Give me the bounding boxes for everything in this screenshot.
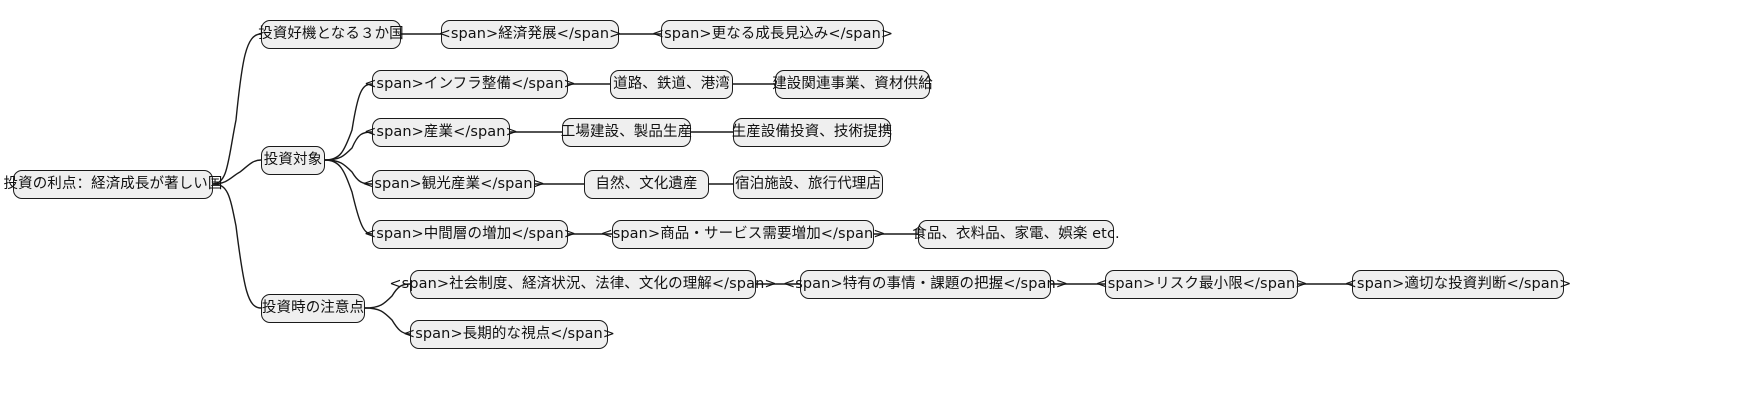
node-b2-4-2-label: 食品、衣料品、家電、娯楽 etc. — [912, 226, 1120, 243]
node-b2-2-1-label: 工場建設、製品生産 — [560, 124, 693, 141]
edge-root-b3 — [212, 183, 262, 309]
node-lodging-travel-agency[interactable]: 宿泊施設、旅行代理店 — [733, 170, 883, 199]
node-branch-investment-cautions[interactable]: 投資時の注意点 — [261, 294, 365, 323]
node-b2-3-2-label: 宿泊施設、旅行代理店 — [735, 176, 881, 193]
node-b2-1-2-label: 建設関連事業、資材供給 — [772, 76, 933, 93]
node-further-growth-prospects[interactable]: <span>更なる成長見込み</span> — [652, 20, 893, 49]
node-equipment-investment[interactable]: 生産設備投資、技術提携 — [731, 118, 893, 147]
edge-b2-b2_1 — [324, 83, 373, 161]
node-branch-investment-targets[interactable]: 投資対象 — [261, 146, 325, 175]
node-root-label: 投資の利点：経済成長が著しい国 — [3, 176, 223, 193]
node-minimize-risk[interactable]: <span>リスク最小限</span> — [1095, 270, 1307, 299]
node-b2-2-label: <span>産業</span> — [364, 124, 518, 141]
node-appropriate-investment-decision[interactable]: <span>適切な投資判断</span> — [1345, 270, 1571, 299]
node-grasp-specific-issues[interactable]: <span>特有の事情・課題の把握</span> — [783, 270, 1068, 299]
node-b1-1-label: <span>経済発展</span> — [438, 26, 622, 43]
node-food-clothing-appliances[interactable]: 食品、衣料品、家電、娯楽 etc. — [912, 220, 1120, 249]
node-branch-investment-opportunity[interactable]: 投資好機となる３か国 — [258, 20, 404, 49]
node-b2-4-1-label: <span>商品・サービス需要増加</span> — [600, 226, 886, 243]
node-b2-4-label: <span>中間層の増加</span> — [363, 226, 577, 243]
node-b2-label: 投資対象 — [263, 152, 323, 169]
node-b2-2-2-label: 生産設備投資、技術提携 — [731, 124, 893, 141]
edge-b2-b2_4 — [324, 159, 373, 235]
node-infrastructure[interactable]: <span>インフラ整備</span> — [364, 70, 576, 99]
node-b2-3-label: <span>観光産業</span> — [362, 176, 545, 193]
node-construction-materials[interactable]: 建設関連事業、資材供給 — [772, 70, 933, 99]
node-b2-1-1-label: 道路、鉄道、港湾 — [613, 76, 730, 93]
edge-root-b1 — [212, 33, 262, 185]
node-b3-1-3-label: <span>適切な投資判断</span> — [1344, 276, 1572, 293]
node-understanding-systems[interactable]: <span>社会制度、経済状況、法律、文化の理解</span> — [389, 270, 777, 299]
node-root[interactable]: 投資の利点：経済成長が著しい国 — [4, 170, 222, 199]
node-factory-construction[interactable]: 工場建設、製品生産 — [560, 118, 693, 147]
node-long-term-perspective[interactable]: <span>長期的な視点</span> — [403, 320, 615, 349]
node-b2-3-1-label: 自然、文化遺産 — [595, 176, 698, 193]
node-b3-1-label: <span>社会制度、経済状況、法律、文化の理解</span> — [389, 276, 777, 293]
node-middle-class-growth[interactable]: <span>中間層の増加</span> — [364, 220, 576, 249]
node-b3-1-1-label: <span>特有の事情・課題の把握</span> — [782, 276, 1069, 293]
node-b2-1-label: <span>インフラ整備</span> — [364, 76, 576, 93]
node-b1-label: 投資好機となる３か国 — [258, 26, 404, 43]
node-nature-cultural-heritage[interactable]: 自然、文化遺産 — [584, 170, 709, 199]
node-economic-development[interactable]: <span>経済発展</span> — [438, 20, 622, 49]
node-b3-2-label: <span>長期的な視点</span> — [402, 326, 616, 343]
node-industry[interactable]: <span>産業</span> — [364, 118, 518, 147]
node-tourism-industry[interactable]: <span>観光産業</span> — [362, 170, 545, 199]
node-b1-2-label: <span>更なる成長見込み</span> — [651, 26, 894, 43]
node-b3-1-2-label: <span>リスク最小限</span> — [1095, 276, 1308, 293]
node-b3-label: 投資時の注意点 — [261, 300, 365, 317]
node-goods-services-demand[interactable]: <span>商品・サービス需要増加</span> — [600, 220, 885, 249]
node-roads-railways-ports[interactable]: 道路、鉄道、港湾 — [610, 70, 733, 99]
